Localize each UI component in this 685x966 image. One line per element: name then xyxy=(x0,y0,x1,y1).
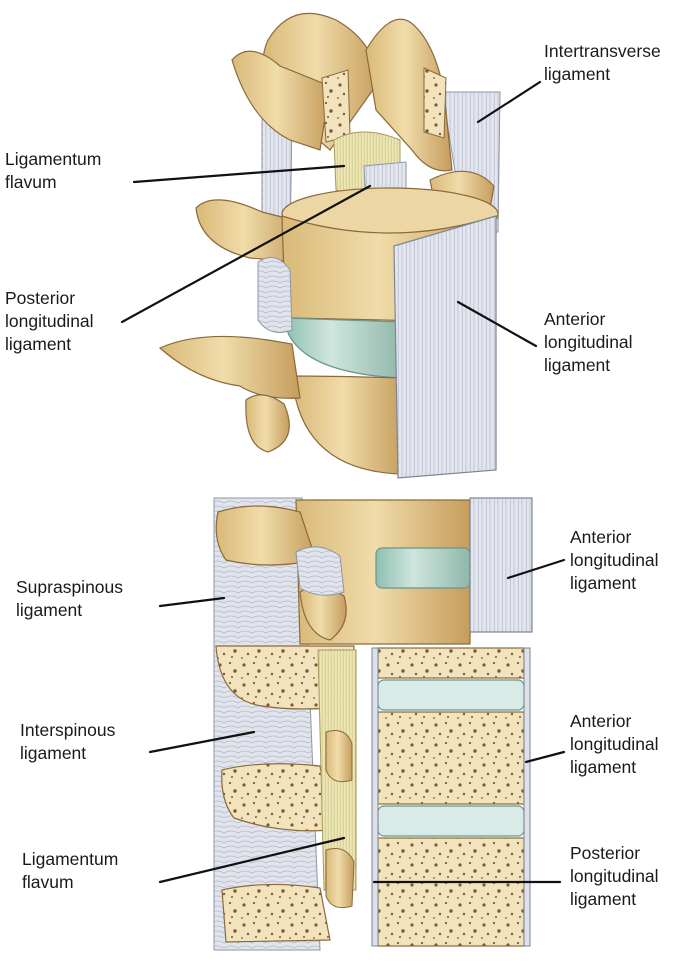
facet-cut-right xyxy=(423,67,447,139)
label-supraspinous-ligament: Supraspinous ligament xyxy=(16,577,124,620)
vertebral-body-sagittal-2 xyxy=(377,711,525,805)
leader-anterior-longitudinal-bottom-lower xyxy=(524,750,566,764)
lower-spinous-process xyxy=(158,335,301,399)
anterior-longitudinal-ligament-bottom-upper xyxy=(469,497,533,633)
upper-lateral-disc xyxy=(375,547,471,589)
label-posterior-longitudinal-ligament-top: Posterior longitudinal ligament xyxy=(5,288,94,354)
label-anterior-longitudinal-ligament-bottom-upper: Anterior longitudinal ligament xyxy=(570,527,659,593)
leader-supraspinous xyxy=(158,596,226,608)
leader-posterior-longitudinal-top xyxy=(120,184,372,324)
capsule-ligament-bottom xyxy=(295,546,345,596)
top-vertebra-illustration xyxy=(158,12,501,479)
leader-lines xyxy=(120,80,566,884)
bottom-sagittal-illustration xyxy=(213,497,533,951)
spinous-process-cut-2 xyxy=(221,763,331,832)
anterior-longitudinal-ligament-top xyxy=(393,215,497,479)
lamina-2 xyxy=(325,848,355,909)
lamina-1 xyxy=(325,730,353,783)
vertebral-body-sagittal-3 xyxy=(377,837,525,947)
articular-process-bump xyxy=(245,394,290,453)
label-interspinous-ligament: Interspinous ligament xyxy=(20,720,116,763)
upper-spinous-bone xyxy=(215,505,317,566)
label-anterior-longitudinal-ligament-top: Anterior longitudinal ligament xyxy=(544,309,633,375)
label-intertransverse-ligament: Intertransverse ligament xyxy=(544,41,661,84)
leader-intertransverse xyxy=(476,80,542,124)
label-ligamentum-flavum-top: Ligamentum flavum xyxy=(5,149,102,192)
intervertebral-disc-top xyxy=(283,317,403,379)
lower-vertebral-body xyxy=(291,375,405,475)
label-ligamentum-flavum-bottom: Ligamentum flavum xyxy=(22,849,119,892)
spinous-process-cut-3 xyxy=(221,883,331,943)
vertebral-body-sagittal-1 xyxy=(377,647,525,679)
posterior-longitudinal-ligament-strip xyxy=(371,647,379,947)
leader-ligamentum-flavum-top xyxy=(132,164,346,184)
lateral-capsule-ligament xyxy=(257,257,293,333)
label-anterior-longitudinal-ligament-bottom-lower: Anterior longitudinal ligament xyxy=(570,711,659,777)
leader-anterior-longitudinal-top xyxy=(456,300,538,348)
supraspinous-interspinous-band xyxy=(213,497,321,951)
upper-transverse-process-left xyxy=(231,50,331,151)
disc-sagittal-2 xyxy=(377,805,525,837)
facet-cut-left xyxy=(321,69,351,143)
anterior-longitudinal-ligament-strip xyxy=(523,647,531,947)
label-posterior-longitudinal-ligament-bottom: Posterior longitudinal ligament xyxy=(570,843,659,909)
disc-sagittal-1 xyxy=(377,679,525,711)
leader-ligamentum-flavum-bottom xyxy=(158,836,346,884)
leader-interspinous xyxy=(148,730,256,754)
leader-anterior-longitudinal-bottom-upper xyxy=(506,558,566,580)
